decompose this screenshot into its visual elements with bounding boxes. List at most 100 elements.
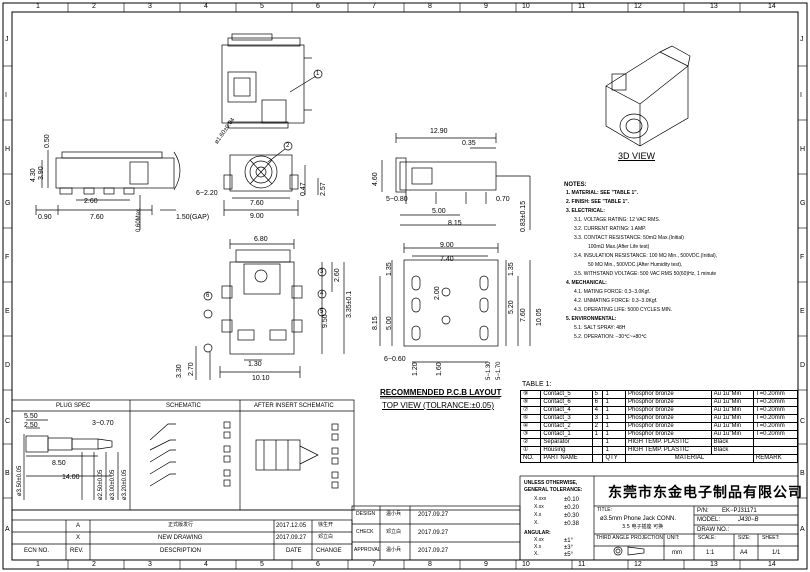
rev-header: DATE: [286, 548, 302, 554]
schematic-title: SCHEMATIC: [166, 403, 201, 409]
dim-label: ø3.20±0.05: [122, 469, 128, 500]
title-sub: 3.5 电子插座 可换: [622, 524, 664, 530]
tol-key: X.: [534, 551, 539, 557]
row-label: C: [5, 418, 11, 425]
col-label: 3: [148, 3, 152, 10]
dim-label: 0.35: [462, 140, 476, 147]
tol-key: X.xx: [534, 504, 544, 510]
sheet-value: 1/1: [772, 550, 781, 556]
row-label: F: [800, 254, 805, 261]
col-label: 6: [316, 3, 320, 10]
col-label: 14: [768, 561, 776, 568]
pn-value: EK−PJ31171: [722, 508, 757, 514]
table-cell: Au 1u"Min: [710, 406, 754, 415]
col-label: 8: [428, 561, 432, 568]
row-label: J: [5, 36, 9, 43]
table-cell: Au 1u"Min: [710, 390, 754, 399]
dim-label: 5−1.30: [486, 361, 492, 380]
dim-label: ø3.00±0.05: [110, 469, 116, 500]
tol-val: ±0.38: [564, 521, 579, 527]
dim-label: 1.60: [436, 362, 443, 376]
dim-label: 1.30: [248, 361, 262, 368]
dim-label: 5.00: [386, 316, 393, 330]
row-label: B: [5, 470, 10, 477]
rev-letter: A: [76, 523, 81, 529]
tol-val: ±0.20: [564, 505, 579, 511]
note-line: 3.4. INSULATION RESISTANCE: 100 MΩ Min.,…: [574, 253, 718, 259]
balloon-label: 4: [320, 291, 324, 297]
approval-date: 2017.09.27: [418, 548, 449, 554]
note-line: 4.2. UNMATING FORCE: 0.3−3.0Kgf.: [574, 298, 658, 304]
dim-label: 3.30: [176, 364, 183, 378]
table-cell: 5: [591, 390, 604, 399]
table-header-cell: REMARK: [752, 454, 799, 463]
col-label: 4: [204, 561, 208, 568]
dim-label: 0.60Max.: [136, 207, 142, 232]
row-label: D: [800, 362, 806, 369]
rev-desc: NEW DRAWING: [158, 535, 203, 541]
tol-key: X.x: [534, 512, 542, 518]
note-line: 5. ENVIRONMENTAL:: [566, 316, 617, 322]
dim-label: 3.35±0.1: [346, 290, 353, 318]
table-cell: ⑨: [519, 390, 542, 399]
approval-name: 邓立白: [386, 529, 402, 535]
table-header-cell: NO.: [519, 454, 542, 463]
dim-label: 2.60: [84, 198, 98, 205]
col-label: 5: [260, 561, 264, 568]
table-cell: 1: [602, 422, 627, 431]
dim-label: 14.00: [62, 474, 80, 481]
company-name: 东莞市东金电子制品有限公司: [608, 485, 803, 501]
spec-boxes: [11, 399, 355, 511]
col-label: 8: [428, 3, 432, 10]
dim-label: 6−2.20: [196, 190, 218, 197]
dim-label: 9.00: [250, 213, 264, 220]
table-cell: [591, 446, 604, 455]
approval-role: APPROVAL: [354, 547, 381, 553]
row-label: G: [800, 200, 806, 207]
rev-letter: X: [76, 535, 81, 541]
top-view-drawing: [221, 33, 323, 129]
table-cell: T=0.20mm: [752, 398, 799, 407]
rev-change: 邓立白: [318, 534, 334, 540]
dim-label: 12.90: [430, 128, 448, 135]
col-label: 11: [578, 561, 586, 568]
title-block-grid: [11, 475, 799, 561]
rev-header: ECN NO.: [24, 548, 50, 554]
col-label: 6: [316, 561, 320, 568]
note-line: 1. MATERIAL: SEE "TABLE 1".: [566, 190, 639, 196]
col-label: 1: [36, 561, 40, 568]
table-cell: Contact_5: [540, 390, 593, 399]
balloon-label: 1: [316, 71, 320, 77]
unit-value: mm: [672, 550, 682, 556]
tol-key: X.xx: [534, 537, 544, 543]
dim-label: 10.10: [252, 375, 270, 382]
table-cell: 1: [602, 430, 627, 439]
col-label: 10: [522, 561, 530, 568]
dim-label: 7.60: [520, 308, 527, 322]
col-label: 7: [372, 561, 376, 568]
dim-label: 8.15: [448, 220, 462, 227]
row-label: B: [800, 470, 805, 477]
table-cell: T=0.20mm: [752, 406, 799, 415]
table-cell: [752, 438, 799, 447]
dim-label: 7.40: [440, 256, 454, 263]
model-label: MODEL:: [697, 517, 721, 523]
row-label: A: [800, 526, 805, 533]
title-value: ø3.5mm Phone Jack CONN.: [600, 516, 677, 522]
table-cell: ⑦: [519, 406, 542, 415]
3d-view-label: 3D VIEW: [618, 151, 656, 161]
note-line: NOTES:: [564, 182, 587, 188]
dim-label: 10.05: [536, 308, 543, 326]
table-cell: Au 1u"Min: [710, 414, 754, 423]
table-cell: 6: [591, 398, 604, 407]
col-label: 4: [204, 3, 208, 10]
table-cell: ⑥: [519, 414, 542, 423]
balloon-label: 2: [286, 143, 290, 149]
note-line: 3.3. CONTACT RESISTANCE: 50mΩ Max.(Initi…: [574, 235, 684, 241]
dim-label: 1.35: [508, 262, 515, 276]
